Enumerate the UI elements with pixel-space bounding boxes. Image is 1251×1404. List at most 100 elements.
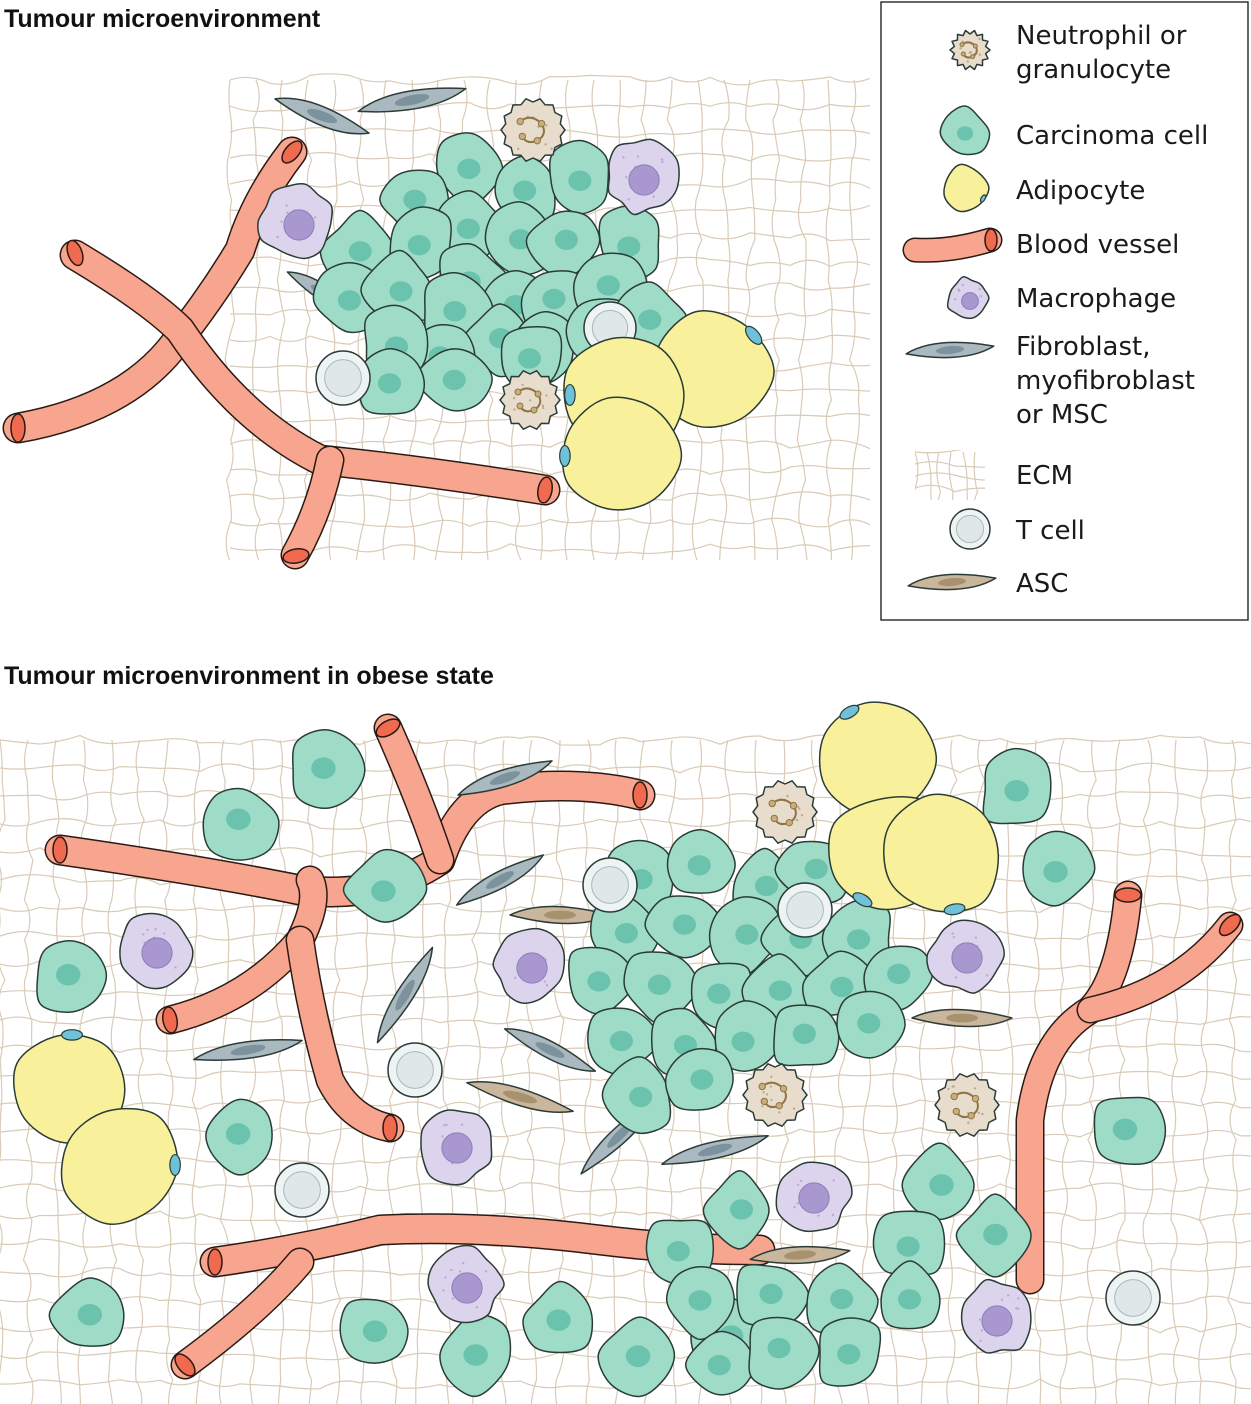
- bottom-cluster-carcinoma-cell: [714, 1000, 783, 1072]
- legend-label-line: Blood vessel: [1016, 230, 1179, 260]
- bottom-t-cell: [387, 1042, 443, 1098]
- bottom-carcinoma-cell: [339, 1298, 409, 1364]
- vessel-opening: [281, 140, 303, 164]
- top-adipocyte: [559, 396, 683, 511]
- vessel-opening: [52, 836, 68, 864]
- vessel-opening: [161, 1006, 179, 1034]
- asc: [911, 1008, 1013, 1028]
- bottom-vessel-lower-branch: [170, 1247, 315, 1380]
- bottom-cluster-carcinoma-cell: [880, 1260, 941, 1330]
- vessel-opening: [207, 1248, 223, 1276]
- bottom-macrophage: [492, 927, 566, 1004]
- legend-blood-vessel-icon: [902, 227, 1003, 263]
- bottom-carcinoma-cell: [597, 1316, 676, 1398]
- bottom-carcinoma-cell: [955, 1193, 1032, 1278]
- legend-blood-vessel-icon: [902, 227, 1003, 263]
- bottom-macrophage: [420, 1109, 493, 1186]
- bottom-carcinoma-cell: [291, 728, 366, 810]
- bottom-carcinoma-cell: [202, 787, 280, 861]
- bottom-carcinoma-cell: [982, 747, 1052, 825]
- bottom-macrophage: [775, 1161, 853, 1233]
- bottom-cluster-carcinoma-cell: [836, 990, 906, 1059]
- legend-label-line: Fibroblast,: [1016, 332, 1150, 362]
- legend-label-line: Macrophage: [1016, 284, 1176, 314]
- bottom-cluster-carcinoma-cell: [684, 1330, 756, 1396]
- fibroblast: [661, 1135, 769, 1165]
- bottom-cluster-carcinoma-cell: [702, 1169, 770, 1250]
- bottom-cluster-carcinoma-cell: [644, 895, 724, 959]
- legend-label-line: Carcinoma cell: [1016, 121, 1208, 151]
- asc: [749, 1245, 851, 1265]
- top-vessel-branch: [280, 445, 345, 570]
- legend-t-cell-icon: [949, 508, 991, 550]
- bottom-cluster-carcinoma-cell: [818, 1317, 882, 1387]
- bottom-macrophage: [427, 1244, 505, 1324]
- fibroblast: [455, 854, 545, 906]
- bottom-adipocyte: [60, 1107, 181, 1225]
- vessel-opening: [1114, 887, 1142, 903]
- bottom-cluster-carcinoma-cell: [601, 1056, 672, 1135]
- bottom-t-cell: [582, 857, 638, 913]
- bottom-vessel-left-branch: [285, 925, 405, 1143]
- bottom-cluster-carcinoma-cell: [708, 896, 783, 976]
- vessel-opening: [1218, 913, 1242, 937]
- legend-ecm-icon: [915, 450, 985, 500]
- legend-label-line: granulocyte: [1016, 55, 1171, 85]
- bottom-neutrophil: [752, 780, 818, 844]
- bottom-vessel-upper-branch: [373, 713, 455, 875]
- bottom-t-cell: [1105, 1270, 1161, 1326]
- bottom-neutrophil: [742, 1063, 808, 1127]
- bottom-panel-title: Tumour microenvironment in obese state: [4, 662, 494, 690]
- fibroblast: [457, 760, 553, 796]
- top-vessel-lower: [59, 239, 561, 506]
- legend-label-neutrophil: Neutrophil or granulocyte: [1016, 21, 1187, 85]
- bottom-vessel-upper: [44, 770, 656, 908]
- bottom-vessel-right-branch: [1076, 911, 1244, 1024]
- legend-label-ecm: ECM: [1016, 461, 1073, 491]
- bottom-cluster-carcinoma-cell: [748, 1316, 820, 1390]
- bottom-cluster-carcinoma-cell: [665, 1266, 735, 1341]
- bottom-cluster-carcinoma-cell: [806, 1262, 879, 1336]
- bottom-vessel-right: [1015, 880, 1143, 1295]
- bottom-carcinoma-cell: [901, 1142, 975, 1221]
- bottom-carcinoma-cell: [1093, 1096, 1167, 1165]
- fibroblast: [503, 1028, 597, 1072]
- fibroblast: [274, 97, 370, 135]
- legend-label-line: ASC: [1016, 569, 1068, 599]
- legend-label-line: T cell: [1015, 516, 1085, 546]
- bottom-carcinoma-cell: [48, 1277, 125, 1347]
- vessel-opening: [536, 476, 554, 504]
- bottom-carcinoma-cell: [439, 1313, 512, 1398]
- top-neutrophil: [500, 98, 566, 162]
- top-macrophage: [257, 182, 333, 260]
- legend-label-line: myofibroblast: [1016, 366, 1195, 396]
- legend-label-asc: ASC: [1016, 569, 1068, 599]
- bottom-cluster-carcinoma-cell: [736, 1264, 810, 1326]
- bottom-macrophage: [960, 1278, 1032, 1354]
- bottom-cluster-carcinoma-cell: [773, 1004, 840, 1067]
- top-neutrophil: [499, 370, 561, 430]
- bottom-t-cell: [274, 1162, 330, 1218]
- bottom-carcinoma-cell: [205, 1098, 273, 1176]
- top-vessel-main: [2, 136, 308, 444]
- legend-label-line: ECM: [1016, 461, 1073, 491]
- legend-label-macrophage: Macrophage: [1016, 284, 1176, 314]
- legend-macrophage-icon: [946, 275, 990, 320]
- legend-label-line: Adipocyte: [1016, 176, 1145, 206]
- top-carcinoma-cell: [548, 139, 610, 215]
- top-macrophage: [607, 138, 680, 216]
- legend-label-line: Neutrophil or: [1016, 21, 1187, 51]
- vessel-opening: [382, 1114, 398, 1142]
- asc: [509, 905, 611, 925]
- vessel-opening: [10, 413, 26, 443]
- fibroblast: [193, 1039, 303, 1061]
- bottom-carcinoma-cell: [36, 939, 108, 1013]
- bottom-neutrophil: [934, 1073, 1000, 1137]
- vessel-opening: [174, 1353, 196, 1377]
- legend-carcinoma-cell-icon: [939, 105, 991, 156]
- fibroblast: [357, 87, 467, 113]
